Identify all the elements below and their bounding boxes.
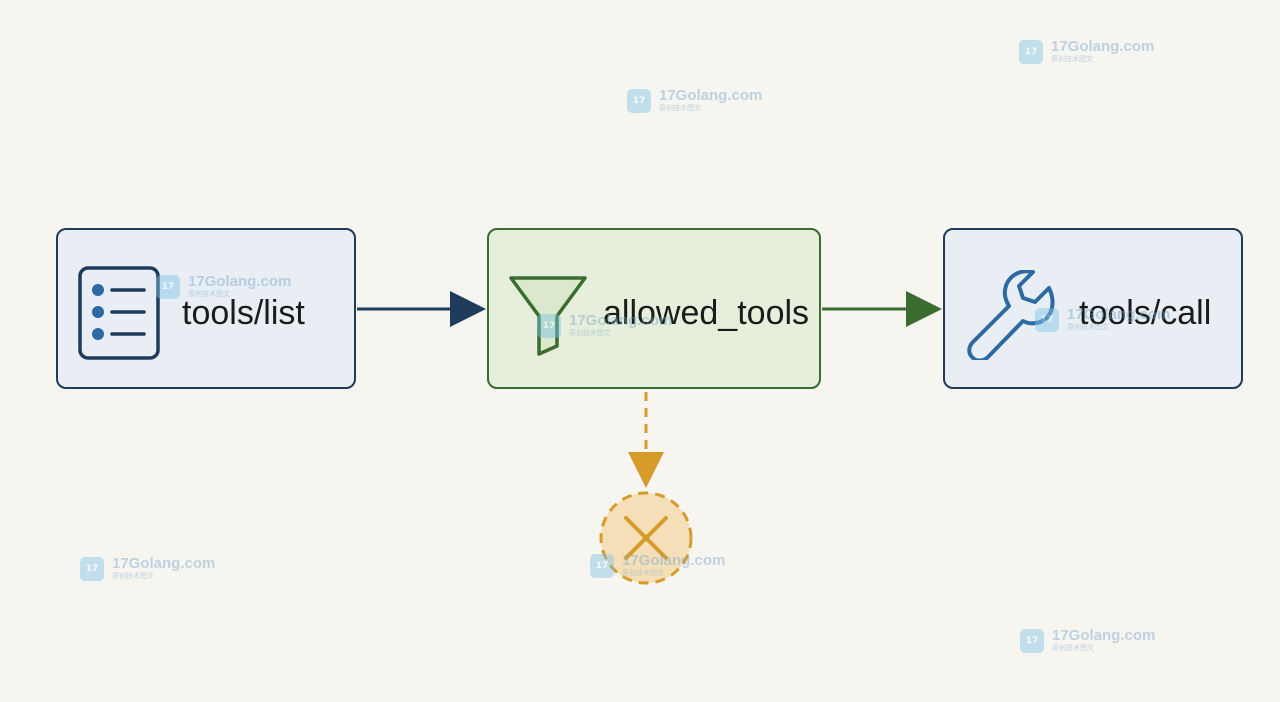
watermark-site: 17Golang.com — [188, 273, 292, 290]
watermark: 17 17Golang.com 原创技术图文 — [1035, 307, 1170, 332]
watermark-site: 17Golang.com — [622, 552, 726, 569]
watermark-logo-icon: 17 — [1019, 39, 1043, 64]
node-label-allowed-tools: allowed_tools — [603, 294, 810, 332]
node-allowed-tools: allowed_tools — [487, 228, 821, 389]
watermark-sub: 原创技术图文 — [188, 291, 230, 298]
watermark-logo-icon: 17 — [590, 553, 614, 578]
watermark-sub: 原创技术图文 — [1067, 324, 1109, 331]
node-label-tools-list: tools/list — [182, 294, 305, 332]
watermark-site: 17Golang.com — [659, 87, 763, 104]
watermark-sub: 原创技术图文 — [112, 573, 154, 580]
watermark-sub: 原创技术图文 — [1052, 645, 1094, 652]
watermark-site: 17Golang.com — [1051, 38, 1155, 55]
watermark: 17 17Golang.com 原创技术图文 — [1020, 628, 1155, 653]
watermark-logo-icon: 17 — [156, 274, 180, 299]
watermark-sub: 原创技术图文 — [1051, 56, 1093, 63]
watermark-logo-icon: 17 — [1035, 307, 1059, 332]
watermark: 17 17Golang.com 原创技术图文 — [156, 274, 291, 299]
list-icon — [78, 266, 160, 365]
watermark-sub: 原创技术图文 — [569, 330, 611, 337]
watermark-site: 17Golang.com — [1052, 627, 1156, 644]
wrench-icon — [965, 269, 1057, 365]
watermark-logo-icon: 17 — [1020, 628, 1044, 653]
watermark-logo-icon: 17 — [80, 556, 104, 581]
watermark: 17 17Golang.com 原创技术图文 — [537, 313, 672, 338]
watermark: 17 17Golang.com 原创技术图文 — [590, 553, 725, 578]
x-icon — [599, 491, 693, 585]
funnel-icon — [507, 274, 589, 363]
watermark: 17 17Golang.com 原创技术图文 — [627, 88, 762, 113]
watermark-logo-icon: 17 — [537, 313, 561, 338]
node-tools-call: tools/call — [943, 228, 1243, 389]
watermark-site: 17Golang.com — [569, 312, 673, 329]
reject-node — [598, 490, 694, 586]
node-tools-list: tools/list — [56, 228, 356, 389]
watermark-site: 17Golang.com — [112, 555, 216, 572]
watermark-sub: 原创技术图文 — [659, 105, 701, 112]
watermark-sub: 原创技术图文 — [622, 570, 664, 577]
watermark: 17 17Golang.com 原创技术图文 — [1019, 39, 1154, 64]
watermark: 17 17Golang.com 原创技术图文 — [80, 556, 215, 581]
watermark-logo-icon: 17 — [627, 88, 651, 113]
node-label-tools-call: tools/call — [1079, 294, 1212, 332]
watermark-site: 17Golang.com — [1067, 306, 1171, 323]
